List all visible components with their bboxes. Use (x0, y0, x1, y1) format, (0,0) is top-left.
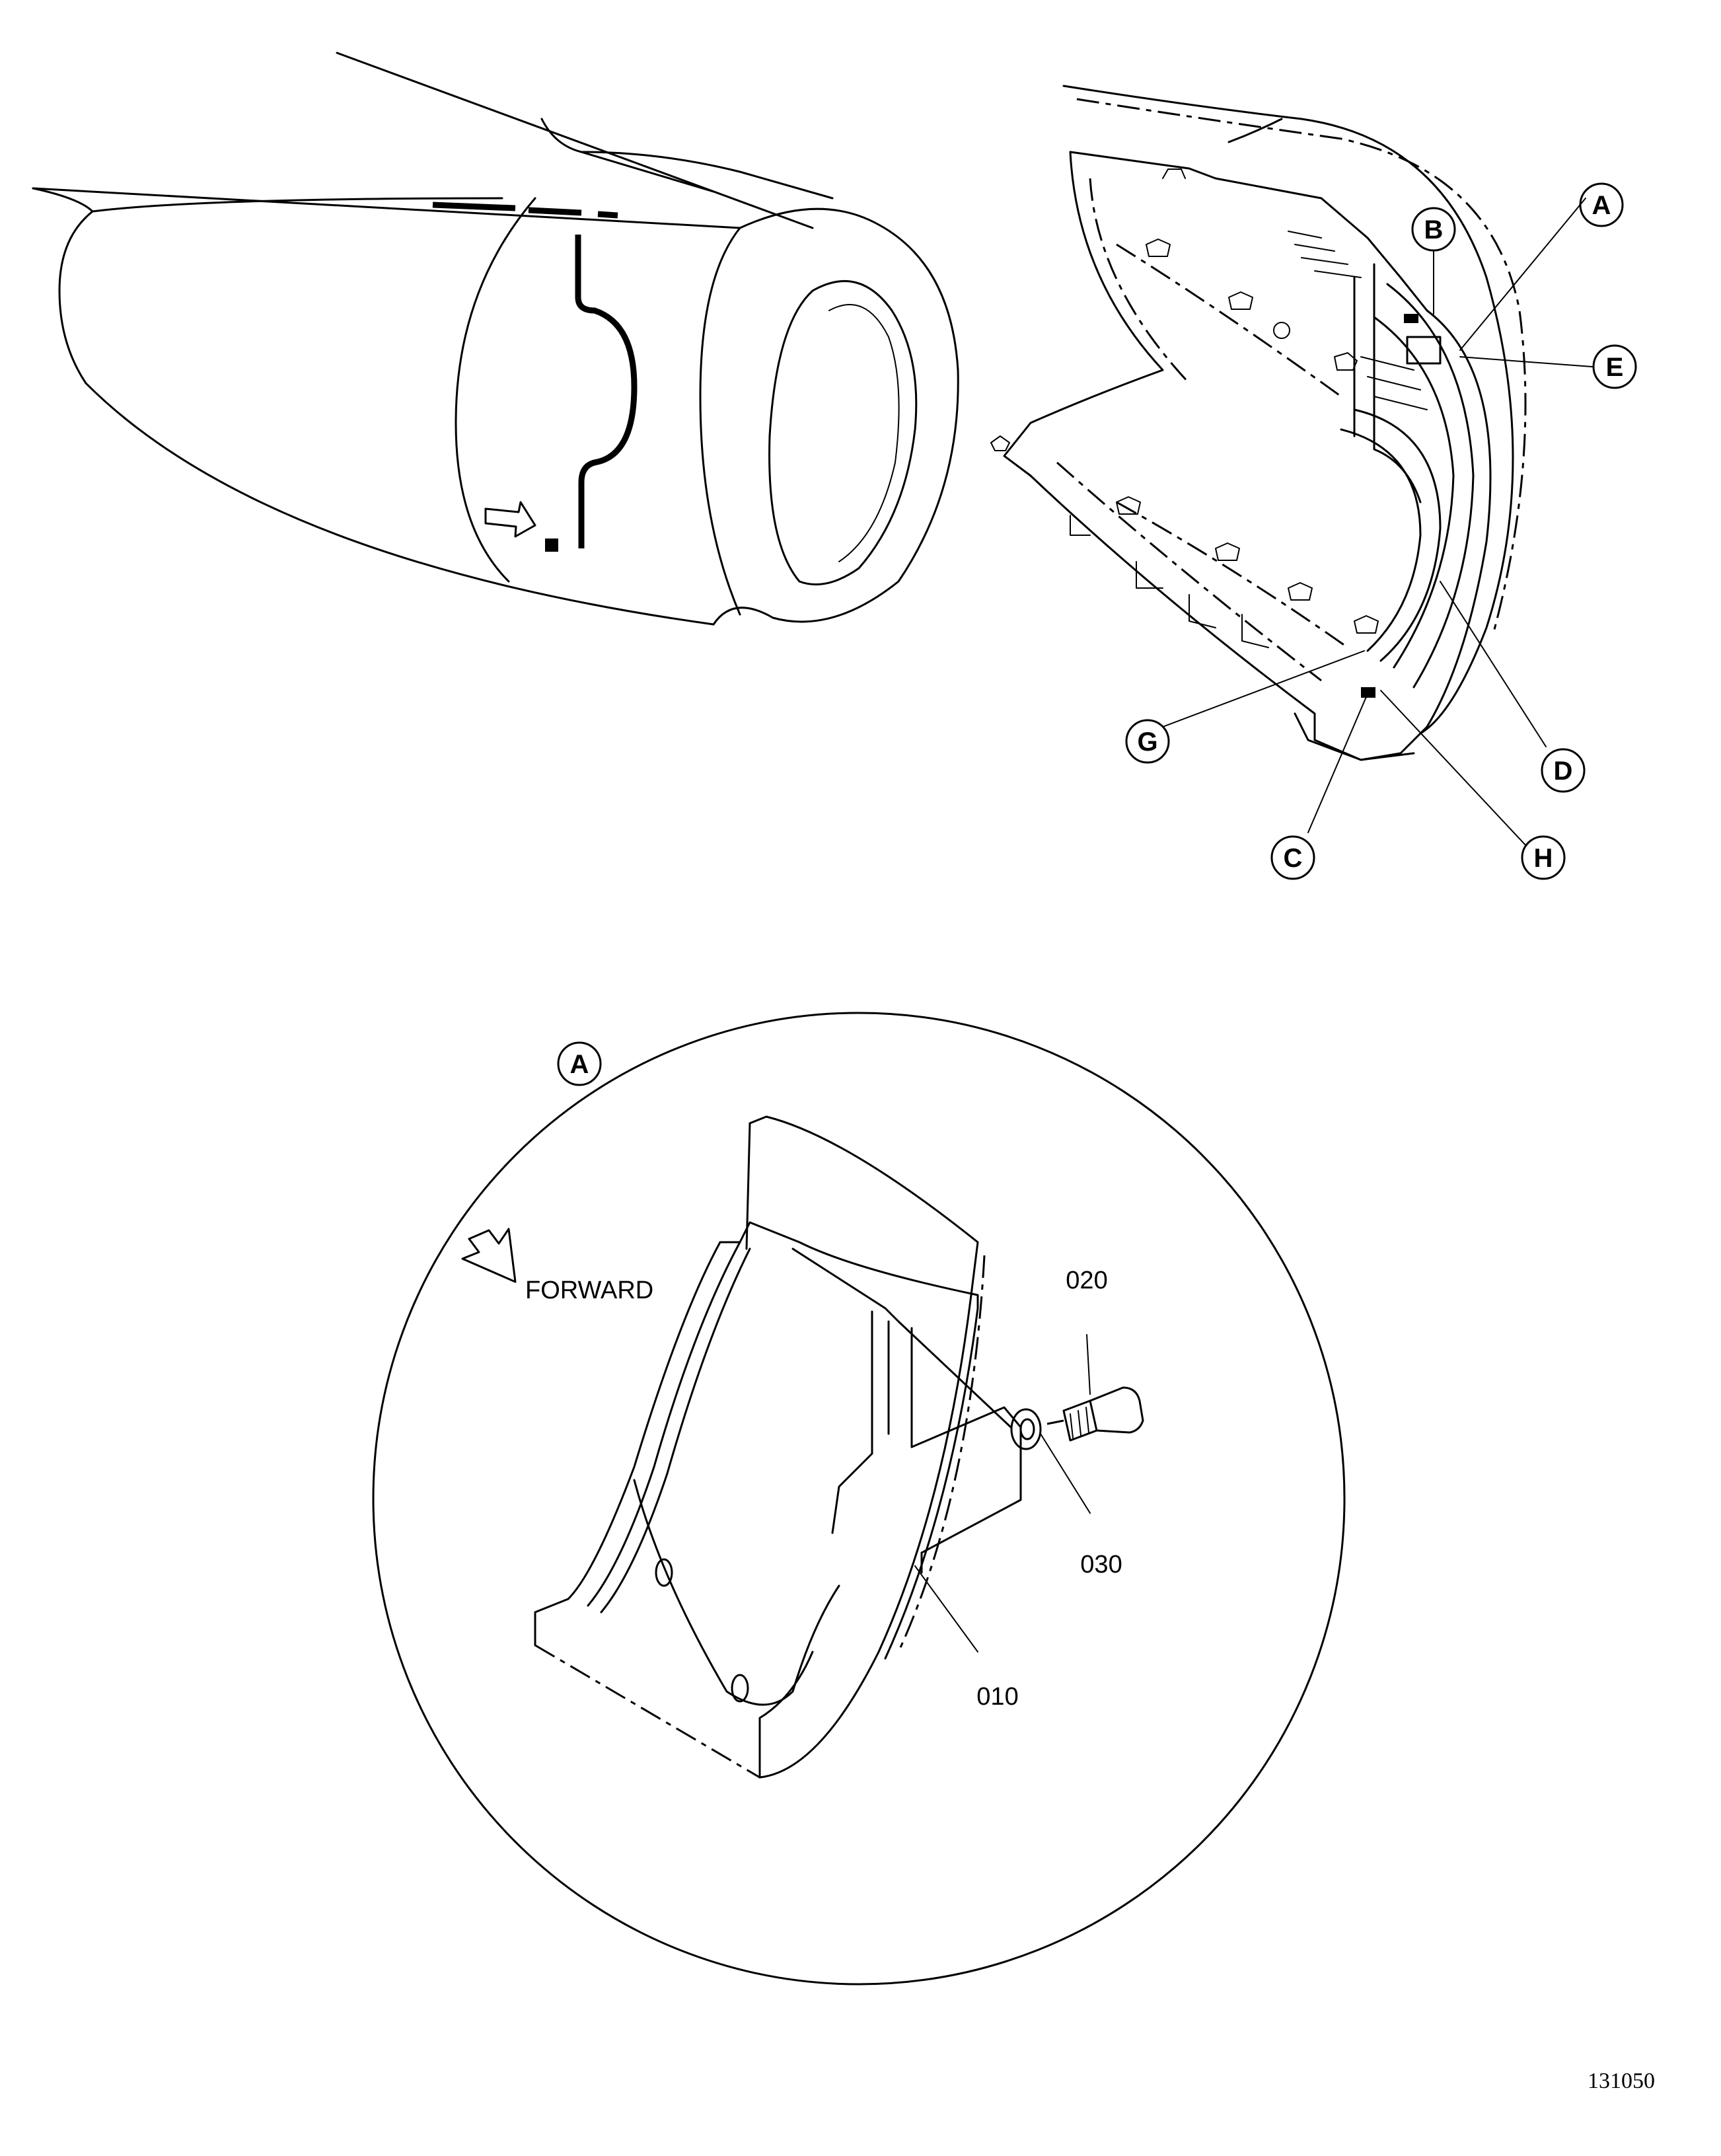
callout-d: D (1541, 748, 1586, 793)
latch-blocks (1116, 239, 1442, 698)
part-020-label: 020 (1066, 1267, 1107, 1294)
fitting-010 (534, 1115, 1022, 1779)
detail-a-label: A (557, 1041, 602, 1086)
figure-id: 131050 (1588, 2069, 1655, 2093)
callout-a: A (1579, 182, 1624, 227)
part-010-label: 010 (976, 1683, 1018, 1711)
svg-text:H: H (1534, 844, 1553, 873)
svg-text:A: A (1592, 191, 1611, 220)
callout-h: H (1521, 835, 1566, 880)
forward-arrow-icon (461, 1228, 517, 1283)
callout-g: G (1125, 719, 1170, 764)
part-030-label: 030 (1080, 1551, 1122, 1579)
bolt-020 (1062, 1386, 1144, 1442)
svg-text:B: B (1424, 215, 1444, 244)
engine-nacelle-view (32, 52, 959, 626)
svg-text:E: E (1606, 353, 1624, 382)
svg-text:G: G (1137, 727, 1157, 757)
fan-cowl-exploded-view (990, 85, 1593, 846)
callout-e: E (1592, 344, 1637, 389)
svg-text:C: C (1284, 844, 1303, 873)
forward-label: FORWARD (525, 1277, 653, 1304)
svg-text:A: A (570, 1050, 589, 1079)
detail-a-view: A FORWARD (372, 1012, 1346, 1986)
callout-b: B (1411, 207, 1456, 252)
washer-030 (1010, 1408, 1042, 1450)
svg-text:D: D (1554, 757, 1573, 786)
callout-c: C (1270, 835, 1315, 880)
